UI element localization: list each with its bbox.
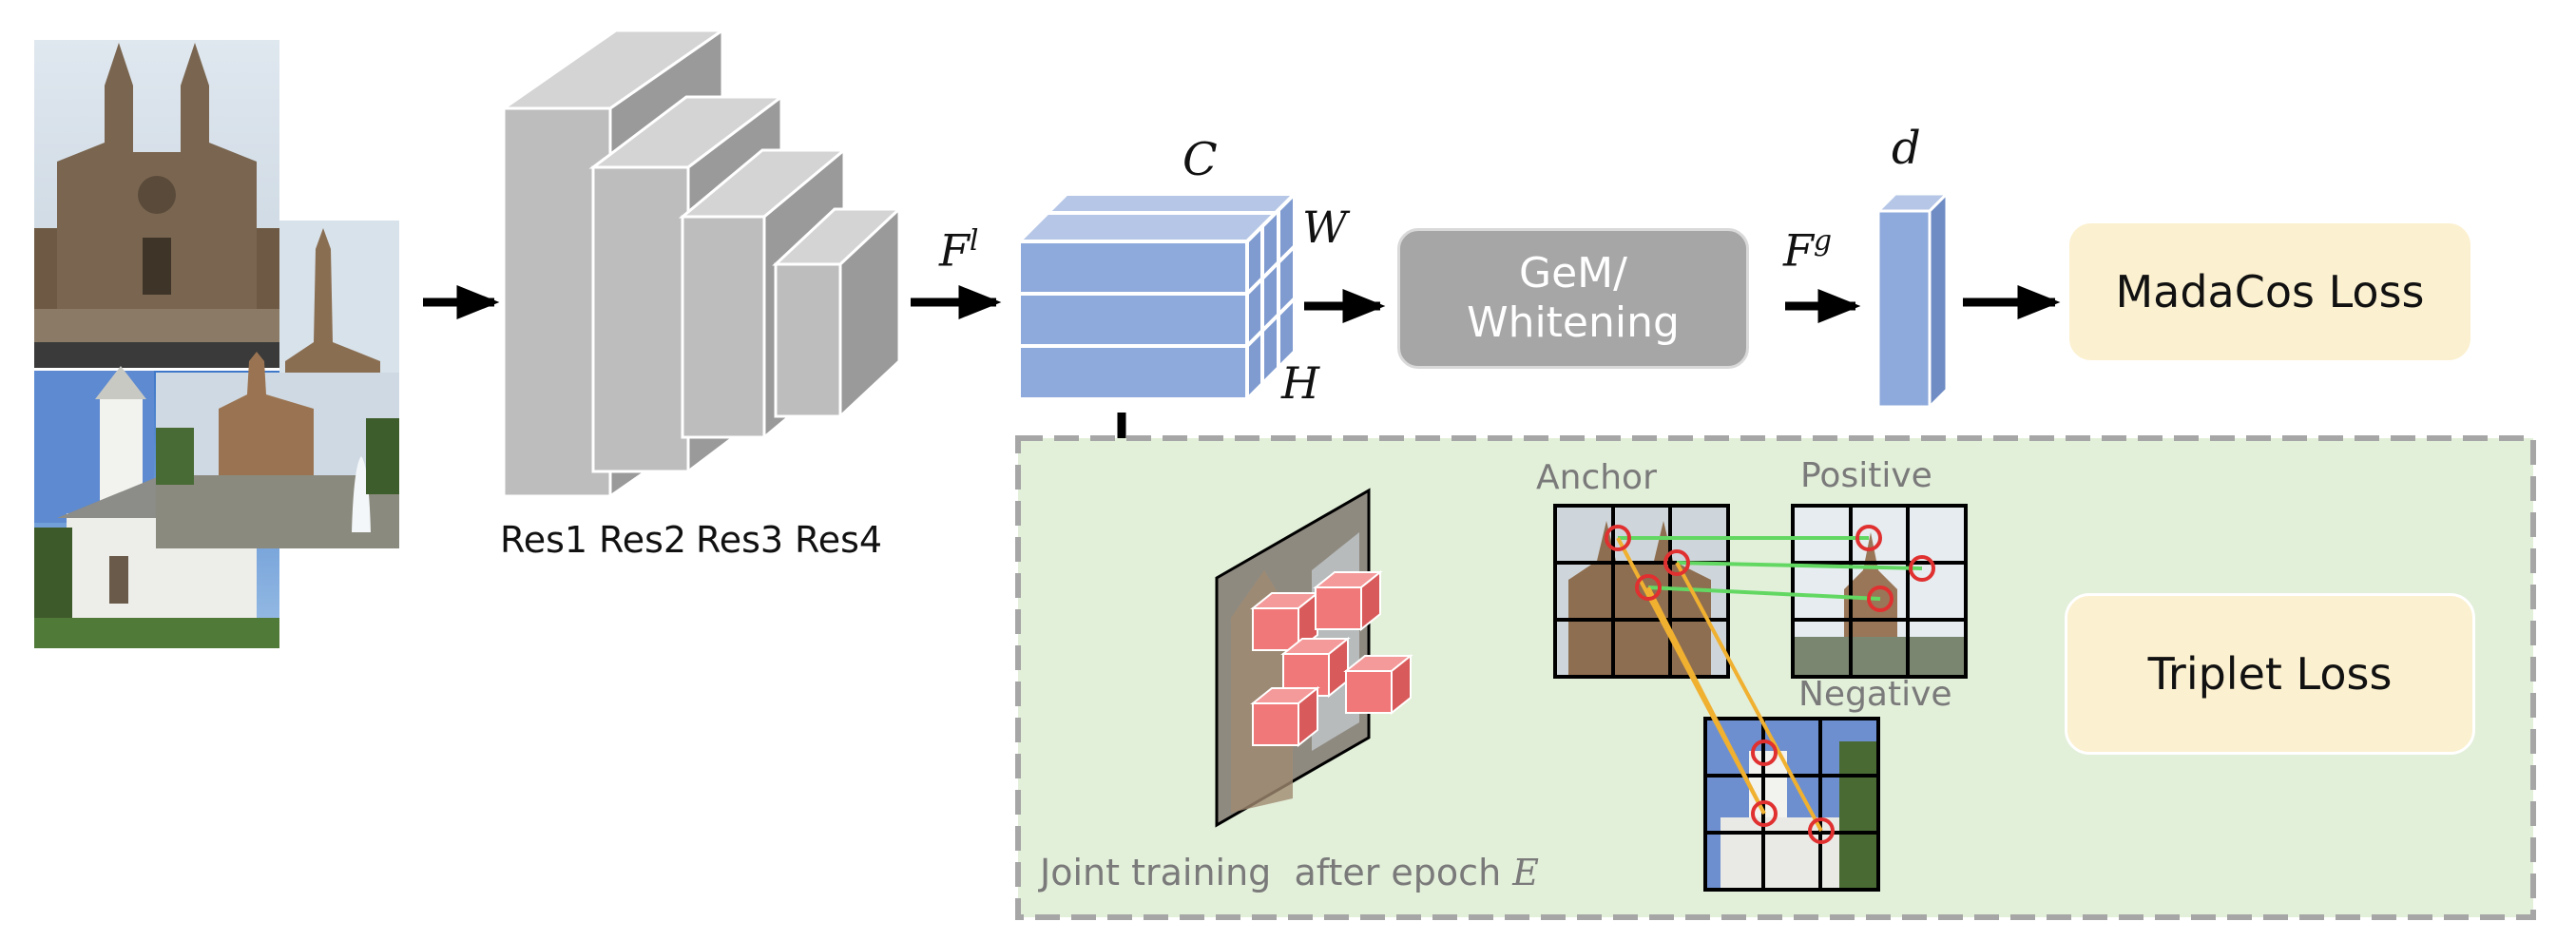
keypoint (1605, 525, 1631, 551)
label-res2: Res2 (599, 519, 687, 561)
global-descriptor-bar (1874, 190, 1951, 411)
madacos-loss-box: MadaCos Loss (2067, 221, 2473, 363)
keypoint (1751, 739, 1778, 766)
red-cube (1250, 685, 1320, 748)
epoch-symbol: E (1512, 852, 1539, 893)
match-line (1675, 562, 1823, 832)
label-res1: Res1 (500, 519, 588, 561)
feature-symbol: F (939, 224, 970, 277)
block-res4 (772, 205, 903, 420)
triplet-loss-label: Triplet Loss (2147, 648, 2393, 700)
local-feature-cubes (1250, 569, 1413, 748)
match-line (1646, 586, 1766, 815)
label-negative: Negative (1798, 675, 1952, 714)
keypoint (1867, 586, 1894, 612)
input-images (34, 40, 399, 648)
backbone (499, 28, 903, 499)
red-cube (1250, 590, 1320, 653)
fountain-photo (156, 352, 399, 548)
feature-map-tensor (1014, 189, 1299, 404)
negative-matches (1616, 537, 1823, 832)
keypoint (1635, 574, 1662, 601)
global-feature-symbol: F (1783, 224, 1814, 277)
label-res4: Res4 (795, 519, 883, 561)
negative-grid (1703, 717, 1880, 892)
label-width: W (1302, 202, 1348, 253)
label-res3: Res3 (696, 519, 784, 561)
label-channels: C (1182, 133, 1218, 186)
madacos-loss-label: MadaCos Loss (2115, 266, 2425, 317)
keypoints (1605, 525, 1935, 844)
keypoint (1663, 549, 1690, 576)
joint-training-caption: Joint training after epoch E (1040, 852, 1539, 893)
label-positive: Positive (1800, 456, 1932, 495)
positive-matches (1618, 536, 1923, 601)
global-feature-superscript: g (1813, 224, 1833, 258)
pool-label-line1: GeM/ (1519, 249, 1627, 298)
keypoint (1808, 817, 1835, 844)
gem-whitening-block: GeM/ Whitening (1397, 228, 1749, 369)
red-cube (1313, 569, 1383, 632)
match-line (1676, 561, 1923, 570)
label-local-feature: Fl (939, 224, 979, 276)
match-line (1647, 586, 1881, 601)
label-height: H (1281, 357, 1320, 409)
caption-text: Joint training after epoch (1040, 852, 1513, 893)
triplet-loss-box: Triplet Loss (2065, 593, 2475, 755)
label-anchor: Anchor (1536, 458, 1657, 497)
keypoint (1909, 555, 1935, 582)
feature-superscript: l (969, 224, 979, 258)
red-cube (1343, 653, 1413, 716)
keypoint (1855, 525, 1882, 551)
pool-label-line2: Whitening (1467, 298, 1680, 347)
cathedral-photo (34, 40, 279, 368)
label-dimension: d (1892, 122, 1921, 175)
label-global-feature: Fg (1783, 224, 1832, 276)
keypoint (1751, 800, 1778, 827)
